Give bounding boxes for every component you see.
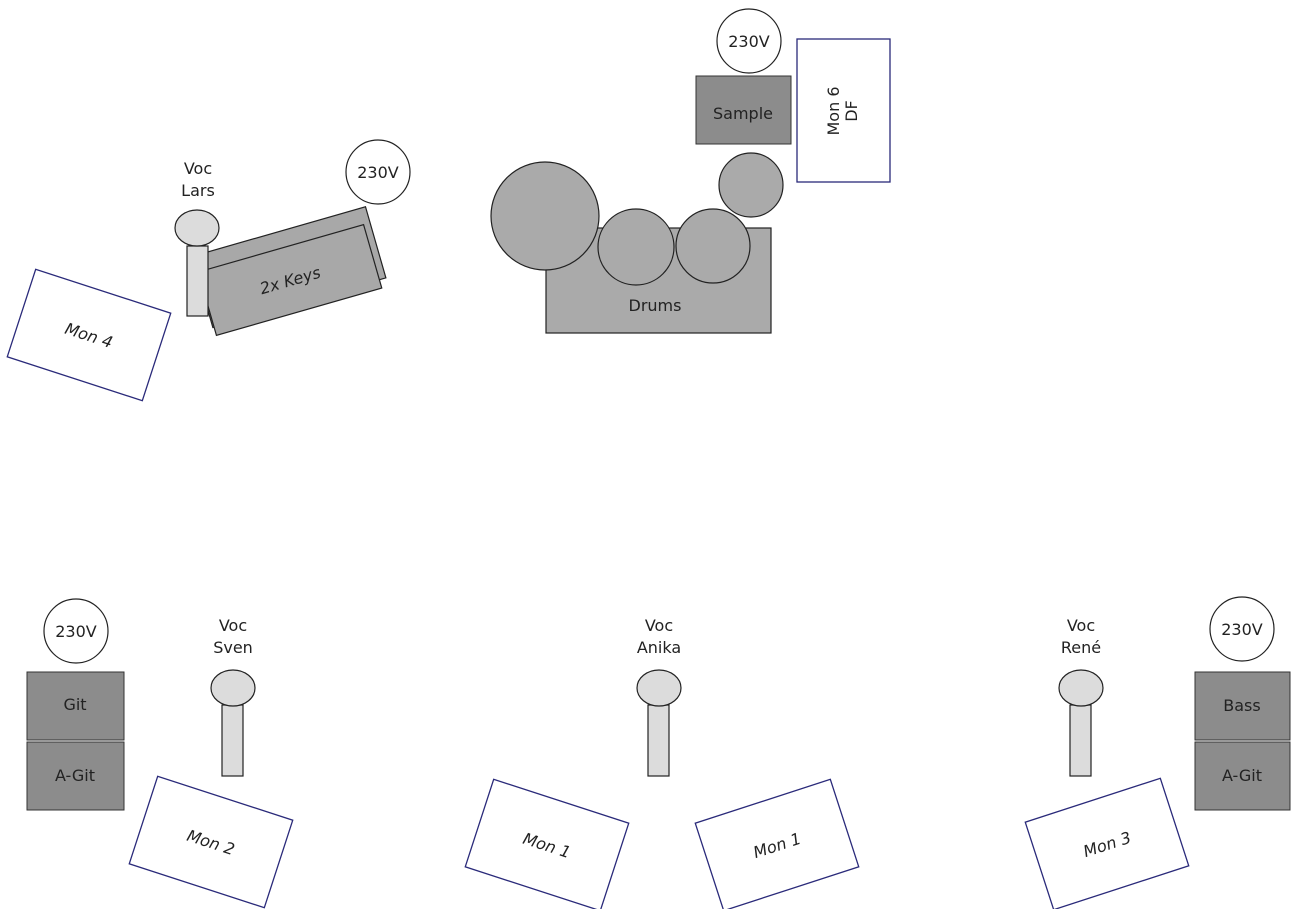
drum-kit: Drums bbox=[490, 152, 784, 334]
amp-bass-box bbox=[1194, 671, 1291, 741]
mic-lars-label-1: Voc bbox=[184, 159, 212, 178]
mic-lars-label-2: Lars bbox=[181, 181, 215, 200]
amp-agit-left-box bbox=[26, 741, 125, 811]
power-keys: 230V bbox=[345, 139, 411, 205]
mic-rene-label-1: Voc bbox=[1067, 616, 1095, 635]
amp-git-label: Git bbox=[63, 695, 86, 714]
microphone-icon bbox=[636, 669, 682, 707]
monitor-1-left-box bbox=[464, 778, 630, 909]
drums-label: Drums bbox=[629, 296, 682, 315]
power-outlet-icon bbox=[716, 8, 782, 74]
floor-tom bbox=[490, 161, 600, 271]
amp-agit-right: A-Git bbox=[1194, 741, 1291, 811]
mic-sven-label-1: Voc bbox=[219, 616, 247, 635]
mic-rene-label-2: René bbox=[1061, 638, 1101, 657]
mic-stand bbox=[1069, 704, 1092, 777]
amp-agit-right-box bbox=[1194, 741, 1291, 811]
monitor-6-label: Mon 6 bbox=[824, 87, 843, 136]
mic-stand bbox=[186, 245, 209, 317]
power-outlet-icon bbox=[345, 139, 411, 205]
microphone-icon bbox=[1058, 669, 1104, 707]
tom-right bbox=[675, 208, 751, 284]
amp-bass-label: Bass bbox=[1223, 696, 1260, 715]
monitor-4: Mon 4 bbox=[6, 268, 172, 402]
microphone-icon bbox=[210, 669, 256, 707]
monitor-3: Mon 3 bbox=[1024, 777, 1190, 909]
amp-agit-right-label: A-Git bbox=[1222, 766, 1262, 785]
monitor-6-box bbox=[796, 38, 891, 183]
sample-box bbox=[695, 75, 792, 145]
sample-label: Sample bbox=[713, 104, 773, 123]
mic-anika: Voc Anika bbox=[636, 616, 682, 777]
amp-bass: Bass bbox=[1194, 671, 1291, 741]
power-left: 230V bbox=[43, 598, 109, 664]
amp-git-box bbox=[26, 671, 125, 741]
monitor-1-right: Mon 1 bbox=[694, 778, 860, 909]
monitor-1-left: Mon 1 bbox=[464, 778, 630, 909]
tom-left bbox=[597, 208, 675, 286]
monitor-2: Mon 2 bbox=[128, 775, 294, 909]
mic-sven-label-2: Sven bbox=[213, 638, 253, 657]
mic-stand bbox=[647, 704, 670, 777]
power-outlet-icon bbox=[43, 598, 109, 664]
mic-sven: Voc Sven bbox=[210, 616, 256, 777]
microphone-icon bbox=[174, 209, 220, 247]
amp-agit-left: A-Git bbox=[26, 741, 125, 811]
cymbal bbox=[718, 152, 784, 218]
sample-pad: Sample bbox=[695, 75, 792, 145]
mic-anika-label-2: Anika bbox=[637, 638, 681, 657]
power-label: 230V bbox=[1221, 620, 1263, 639]
amp-git: Git bbox=[26, 671, 125, 741]
power-right: 230V bbox=[1209, 596, 1275, 662]
amp-agit-left-label: A-Git bbox=[55, 766, 95, 785]
power-label: 230V bbox=[728, 32, 770, 51]
monitor-1-right-box bbox=[694, 778, 860, 909]
monitor-2-box bbox=[128, 775, 294, 909]
mic-lars: Voc Lars bbox=[174, 159, 220, 317]
mic-rene: Voc René bbox=[1058, 616, 1104, 777]
monitor-3-box bbox=[1024, 777, 1190, 909]
power-outlet-icon bbox=[1209, 596, 1275, 662]
mic-anika-label-1: Voc bbox=[645, 616, 673, 635]
monitor-6: Mon 6 DF bbox=[796, 38, 891, 183]
monitor-4-box bbox=[6, 268, 172, 402]
mic-stand bbox=[221, 704, 244, 777]
power-label: 230V bbox=[357, 163, 399, 182]
monitor-6-sublabel: DF bbox=[842, 100, 861, 122]
power-label: 230V bbox=[55, 622, 97, 641]
power-top-right: 230V bbox=[716, 8, 782, 74]
keyboards: 2x Keys bbox=[191, 206, 387, 337]
